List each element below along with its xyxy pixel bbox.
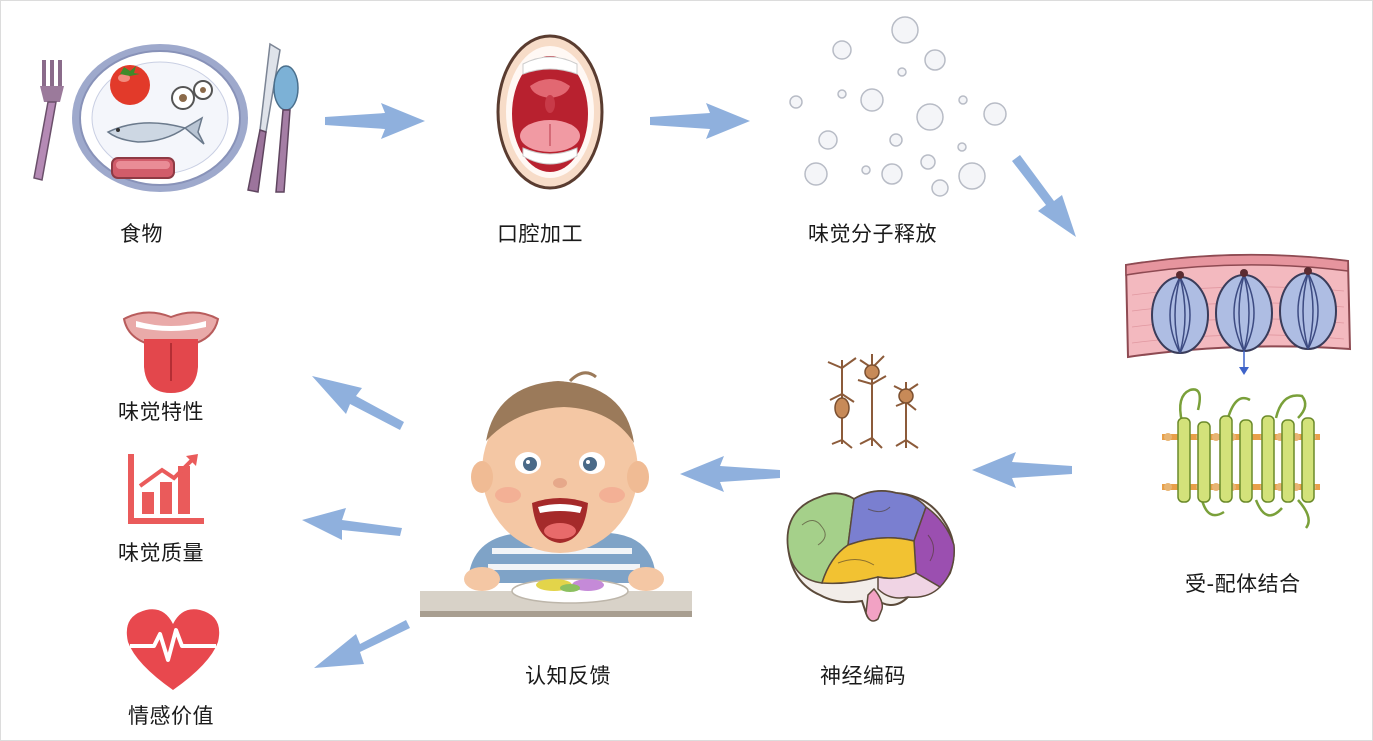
receptor-protein-illustration (1162, 388, 1320, 529)
brain-illustration (786, 490, 955, 622)
label-taste-quality: 味觉质量 (118, 541, 204, 565)
steak-icon (111, 157, 175, 179)
fish-icon (106, 116, 205, 145)
flavor-molecules-illustration (789, 16, 1007, 197)
arrow-feedback-to-emotion (314, 620, 410, 668)
label-taste-trait: 味觉特性 (118, 400, 204, 424)
arrow-binding-to-neural (972, 452, 1072, 488)
open-mouth-illustration (496, 34, 604, 190)
knife-icon (247, 42, 281, 193)
arrow-release-to-binding (1012, 155, 1076, 237)
label-flavor-release: 味觉分子释放 (808, 222, 937, 246)
baby-eating-illustration (420, 371, 692, 617)
label-emotional-value: 情感价值 (128, 704, 214, 728)
mushroom-icon (171, 80, 213, 110)
label-cognitive-feedback: 认知反馈 (525, 664, 611, 688)
arrow-food-to-oral (325, 103, 425, 139)
label-neural-coding: 神经编码 (820, 664, 906, 688)
heart-pulse-icon (126, 609, 220, 690)
label-food: 食物 (120, 222, 163, 246)
arrow-feedback-to-quality (302, 508, 402, 540)
bar-chart-icon (128, 454, 204, 524)
label-receptor-binding: 受-配体结合 (1185, 572, 1301, 596)
label-oral-processing: 口腔加工 (497, 222, 583, 246)
arrow-feedback-to-trait (312, 376, 404, 430)
arrow-oral-to-release (650, 103, 750, 139)
fork-icon (33, 60, 64, 181)
arrow-neural-to-feedback (680, 456, 780, 492)
food-plate-illustration (33, 42, 299, 193)
tomato-icon (110, 65, 150, 105)
spoon-icon (273, 65, 299, 193)
tongue-icon (122, 311, 220, 393)
taste-bud-tissue-illustration (1124, 253, 1352, 375)
neurons-illustration (827, 354, 919, 449)
